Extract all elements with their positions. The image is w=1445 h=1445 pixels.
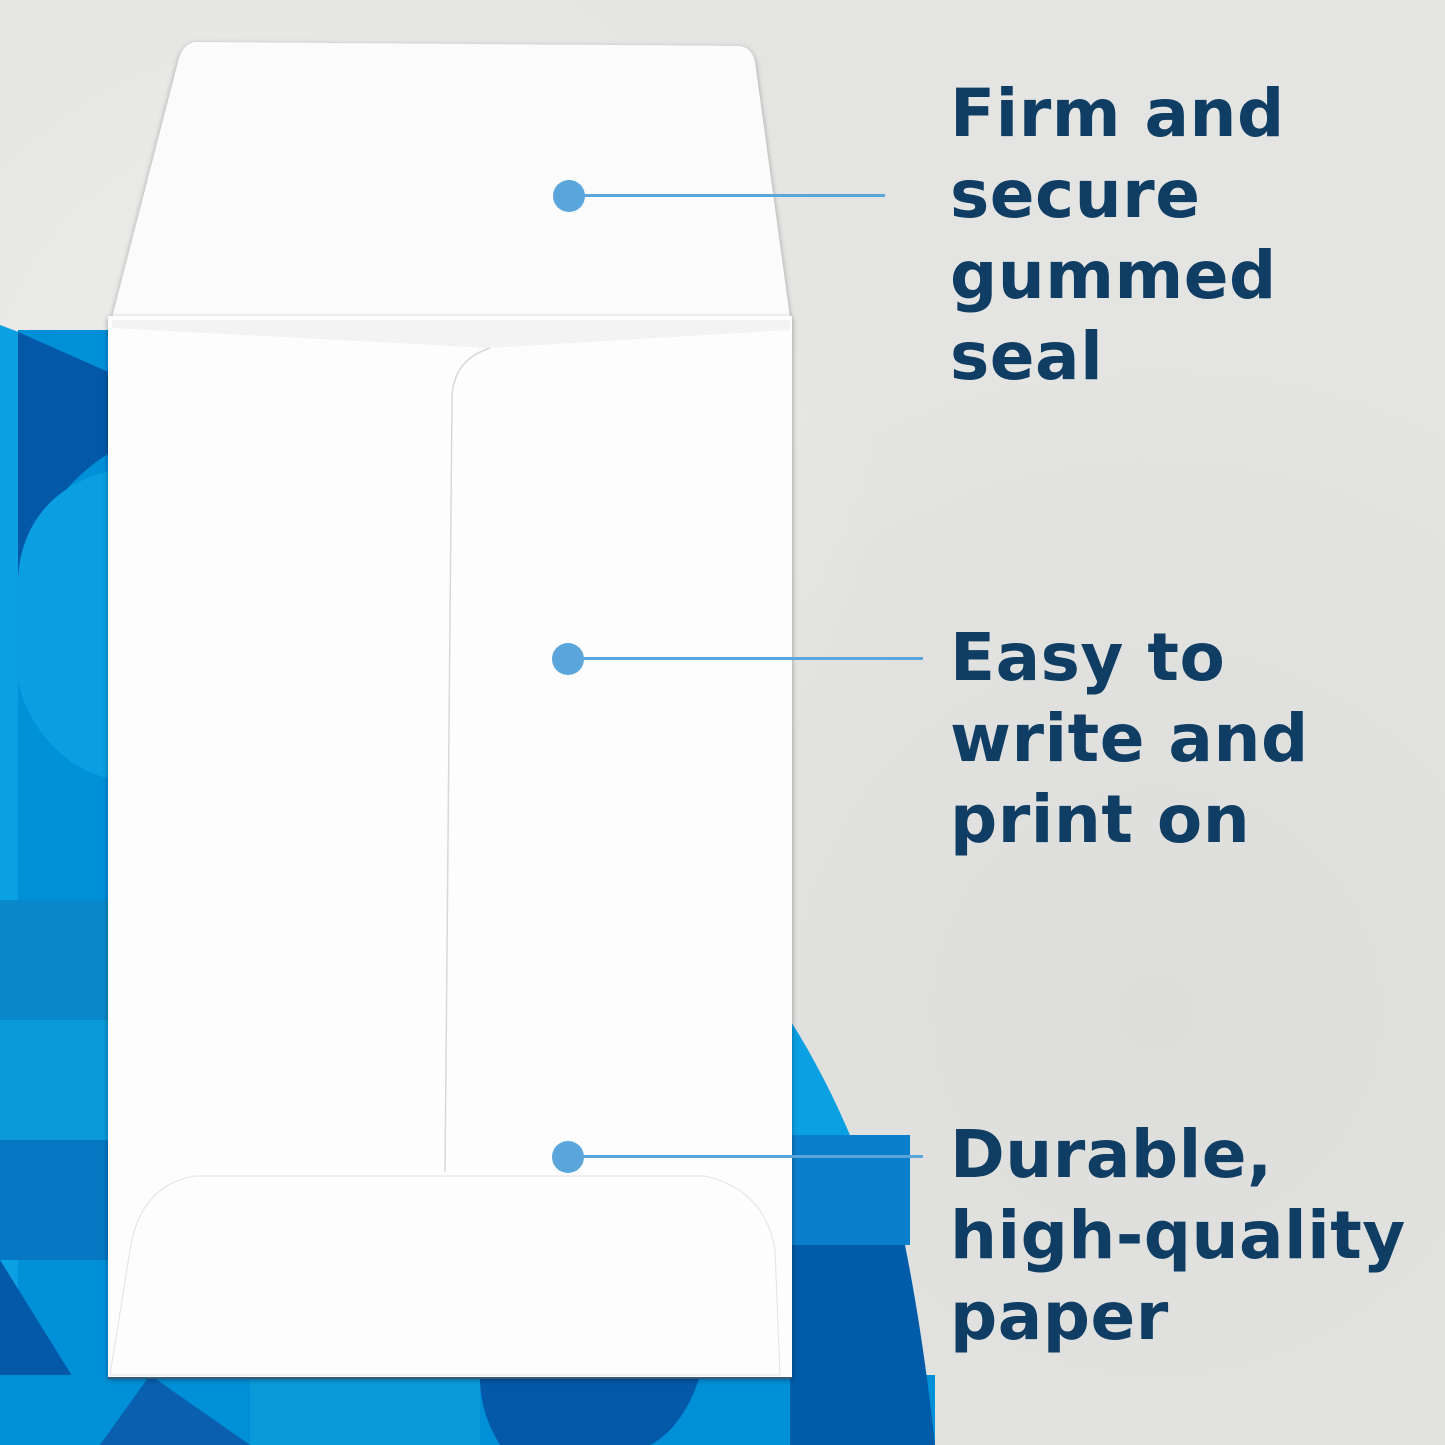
callout-line — [568, 1155, 923, 1158]
feature-gummed-seal: Firm and secure gummed seal — [950, 75, 1285, 395]
callout-line — [569, 194, 885, 197]
callout-line — [568, 657, 923, 660]
feature-easy-to-write: Easy to write and print on — [950, 619, 1309, 858]
feature-durable-paper: Durable, high-quality paper — [950, 1116, 1406, 1355]
